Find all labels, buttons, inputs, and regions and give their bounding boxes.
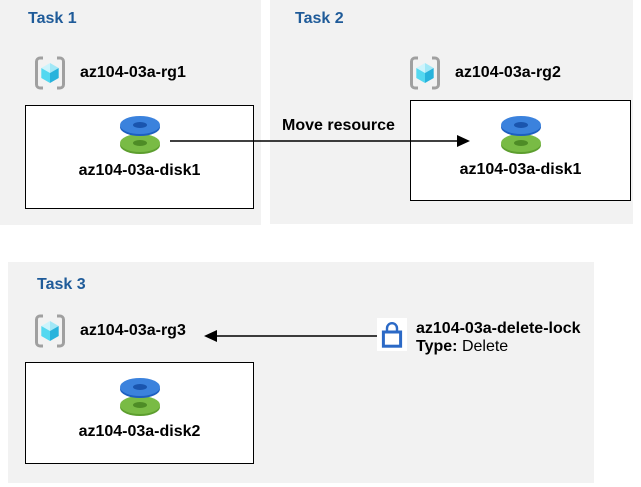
task2-title: Task 2: [295, 10, 344, 27]
task1-resource-group: az104-03a-rg1: [33, 55, 186, 91]
disk-icon: [119, 116, 160, 154]
task1-resource-group-label: az104-03a-rg1: [80, 64, 186, 81]
task3-resource-group: az104-03a-rg3: [33, 313, 186, 349]
lock-type-value: Delete: [461, 338, 509, 355]
task2-disk-box: az104-03a-disk1: [410, 100, 631, 201]
lock-icon: [381, 322, 403, 348]
task1-disk-label: az104-03a-disk1: [78, 162, 201, 179]
lock-badge: [377, 318, 407, 351]
move-resource-label: Move resource: [282, 117, 395, 134]
resource-group-icon: [410, 56, 440, 90]
task2-disk-label: az104-03a-disk1: [459, 161, 582, 178]
disk-icon: [119, 378, 160, 416]
task2-resource-group-label: az104-03a-rg2: [455, 64, 561, 81]
delete-lock: az104-03a-delete-lock Type: Delete: [377, 318, 581, 356]
task3-title: Task 3: [37, 276, 86, 293]
lock-type-label: Type:: [416, 338, 458, 355]
task3-panel: Task 3 az104-03a-rg3 az104-03a-disk: [8, 262, 594, 483]
task1-disk-box: az104-03a-disk1: [25, 105, 254, 209]
lock-type-line: Type: Delete: [416, 338, 581, 356]
task2-panel: Task 2 az104-03a-rg2 az104-03a-disk: [270, 0, 633, 224]
task1-panel: Task 1 az104-03a-rg1 az104-03a-disk: [0, 0, 261, 225]
disk-icon: [500, 116, 541, 154]
lock-name: az104-03a-delete-lock: [416, 320, 581, 337]
resource-group-icon: [35, 314, 65, 348]
task1-title: Task 1: [28, 10, 77, 27]
task3-resource-group-label: az104-03a-rg3: [80, 322, 186, 339]
task3-disk-box: az104-03a-disk2: [25, 362, 254, 464]
lock-text: az104-03a-delete-lock Type: Delete: [416, 318, 581, 356]
task2-resource-group: az104-03a-rg2: [408, 55, 561, 91]
task3-disk-label: az104-03a-disk2: [78, 423, 201, 440]
resource-group-icon: [35, 56, 65, 90]
